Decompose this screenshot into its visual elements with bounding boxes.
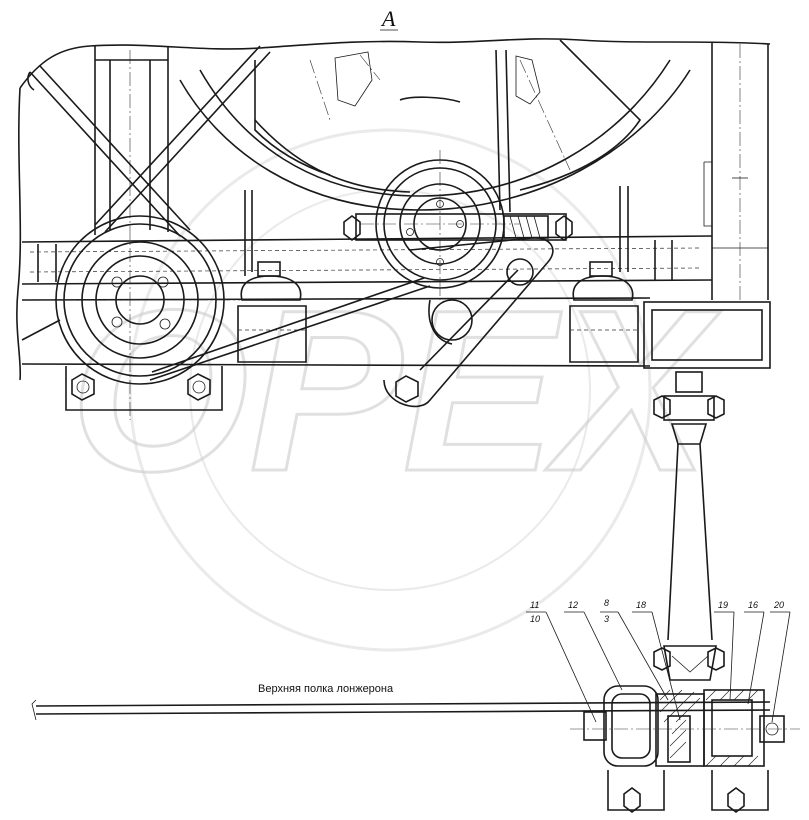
svg-text:12: 12 [568,600,578,610]
svg-text:20: 20 [773,600,784,610]
callout-20: 20 [770,600,791,723]
linkage-rod [653,371,725,681]
svg-text:8: 8 [604,598,609,608]
callout-11: 11 10 [526,600,597,723]
left-pulley [40,215,240,385]
callout-18: 18 [632,600,681,721]
top-break-line [19,38,771,89]
rubber-mount-right [569,261,639,363]
crossbar-box [643,301,771,369]
bracket-assembly [570,685,800,813]
frame-column [94,46,169,420]
right-frame [703,42,769,300]
callout-8: 8 3 [600,598,669,701]
cross-members [21,186,713,367]
svg-text:16: 16 [748,600,758,610]
drive-belt [21,277,431,381]
drum-wheel [179,39,691,213]
svg-text:11: 11 [530,600,539,610]
svg-text:18: 18 [636,600,646,610]
svg-text:10: 10 [530,614,540,624]
svg-text:3: 3 [604,614,609,624]
left-break-line [16,87,22,381]
svg-text:19: 19 [718,600,728,610]
callout-19: 19 [714,600,735,701]
tensioner-bracket [383,237,554,408]
view-label: А [380,6,396,31]
belt-lines-left [27,45,271,237]
pulley-base [65,366,223,411]
spar-flange: Верхняя полка лонжерона [31,683,771,721]
rubber-mount-left [237,261,307,363]
callout-12: 12 [564,600,623,691]
callouts: 11 10 12 8 3 18 19 16 [526,598,791,723]
spar-note: Верхняя полка лонжерона [258,683,394,695]
callout-16: 16 [744,600,765,705]
